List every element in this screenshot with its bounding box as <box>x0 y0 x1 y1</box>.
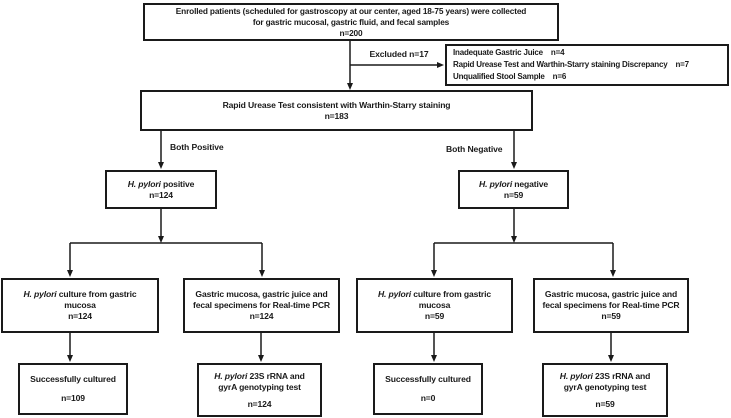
node-text-line: Successfully cultured <box>385 373 471 384</box>
node-count: n=124 <box>247 398 272 409</box>
edge-label-both-negative: Both Negative <box>446 144 503 154</box>
node-count: n=59 <box>503 189 524 200</box>
node-genotyping-negative: H. pylori 23S rRNA and gyrA genotyping t… <box>542 363 668 417</box>
node-text-line: gyrA genotyping test <box>218 381 301 392</box>
node-count: n=124 <box>68 311 92 321</box>
node-text-line: gyrA genotyping test <box>563 381 647 392</box>
node-text-line: fecal specimens for Real-time PCR <box>542 300 680 310</box>
node-text-line: mucosa <box>418 300 451 310</box>
node-pcr-specimens-positive: Gastric mucosa, gastric juice and fecal … <box>183 278 340 333</box>
node-count: n=109 <box>61 393 85 404</box>
node-culture-positive: H. pylori culture from gastric mucosa n=… <box>1 278 159 333</box>
node-count: n=124 <box>149 189 173 200</box>
node-successfully-cultured-positive: Successfully cultured n=109 <box>18 363 128 415</box>
node-count: n=59 <box>424 311 445 321</box>
node-text-line: H. pylori culture from gastric <box>23 289 137 299</box>
node-hpylori-negative: H. pylori negative n=59 <box>458 170 569 209</box>
node-text-line: Successfully cultured <box>30 373 116 384</box>
node-successfully-cultured-negative: Successfully cultured n=0 <box>373 363 483 415</box>
node-text-line: Gastric mucosa, gastric juice and <box>544 289 678 299</box>
node-text-line: H. pylori 23S rRNA and <box>559 370 651 381</box>
node-count: n=124 <box>249 311 274 321</box>
node-enrolled-patients: Enrolled patients (scheduled for gastros… <box>143 3 559 41</box>
node-culture-negative: H. pylori culture from gastric mucosa n=… <box>356 278 513 333</box>
node-genotyping-positive: H. pylori 23S rRNA and gyrA genotyping t… <box>197 363 322 417</box>
node-count: n=59 <box>595 398 615 409</box>
node-count: n=0 <box>420 393 436 404</box>
node-text-line: fecal specimens for Real-time PCR <box>193 300 330 310</box>
node-count: n=6 <box>552 72 567 81</box>
node-text-line: H. pylori negative <box>479 178 548 189</box>
node-text-line: H. pylori 23S rRNA and <box>214 370 305 381</box>
node-text-line: Gastric mucosa, gastric juice and <box>195 289 328 299</box>
node-text-line: H. pylori positive <box>127 178 195 189</box>
edge-label-both-positive: Both Positive <box>170 142 224 152</box>
exclusion-row: Rapid Urease Test and Warthin-Starry sta… <box>453 60 689 69</box>
node-text-line: Rapid Urease Test consistent with Warthi… <box>222 99 451 110</box>
node-rut-warthin-starry: Rapid Urease Test consistent with Warthi… <box>140 90 533 131</box>
node-count: n=59 <box>601 311 621 321</box>
node-pcr-specimens-negative: Gastric mucosa, gastric juice and fecal … <box>533 278 689 333</box>
node-count: n=183 <box>324 110 349 121</box>
node-hpylori-positive: H. pylori positive n=124 <box>105 170 217 209</box>
edge-label-excluded: Excluded n=17 <box>369 49 429 59</box>
node-count: n=7 <box>675 60 689 69</box>
node-count: n=4 <box>550 48 565 57</box>
node-count: n=200 <box>339 27 363 38</box>
node-text-line: H. pylori culture from gastric <box>378 289 491 299</box>
node-text-line: for gastric mucosal, gastric fluid, and … <box>252 16 450 27</box>
node-text-line: Enrolled patients (scheduled for gastros… <box>175 5 527 16</box>
node-text-line: mucosa <box>64 300 96 310</box>
